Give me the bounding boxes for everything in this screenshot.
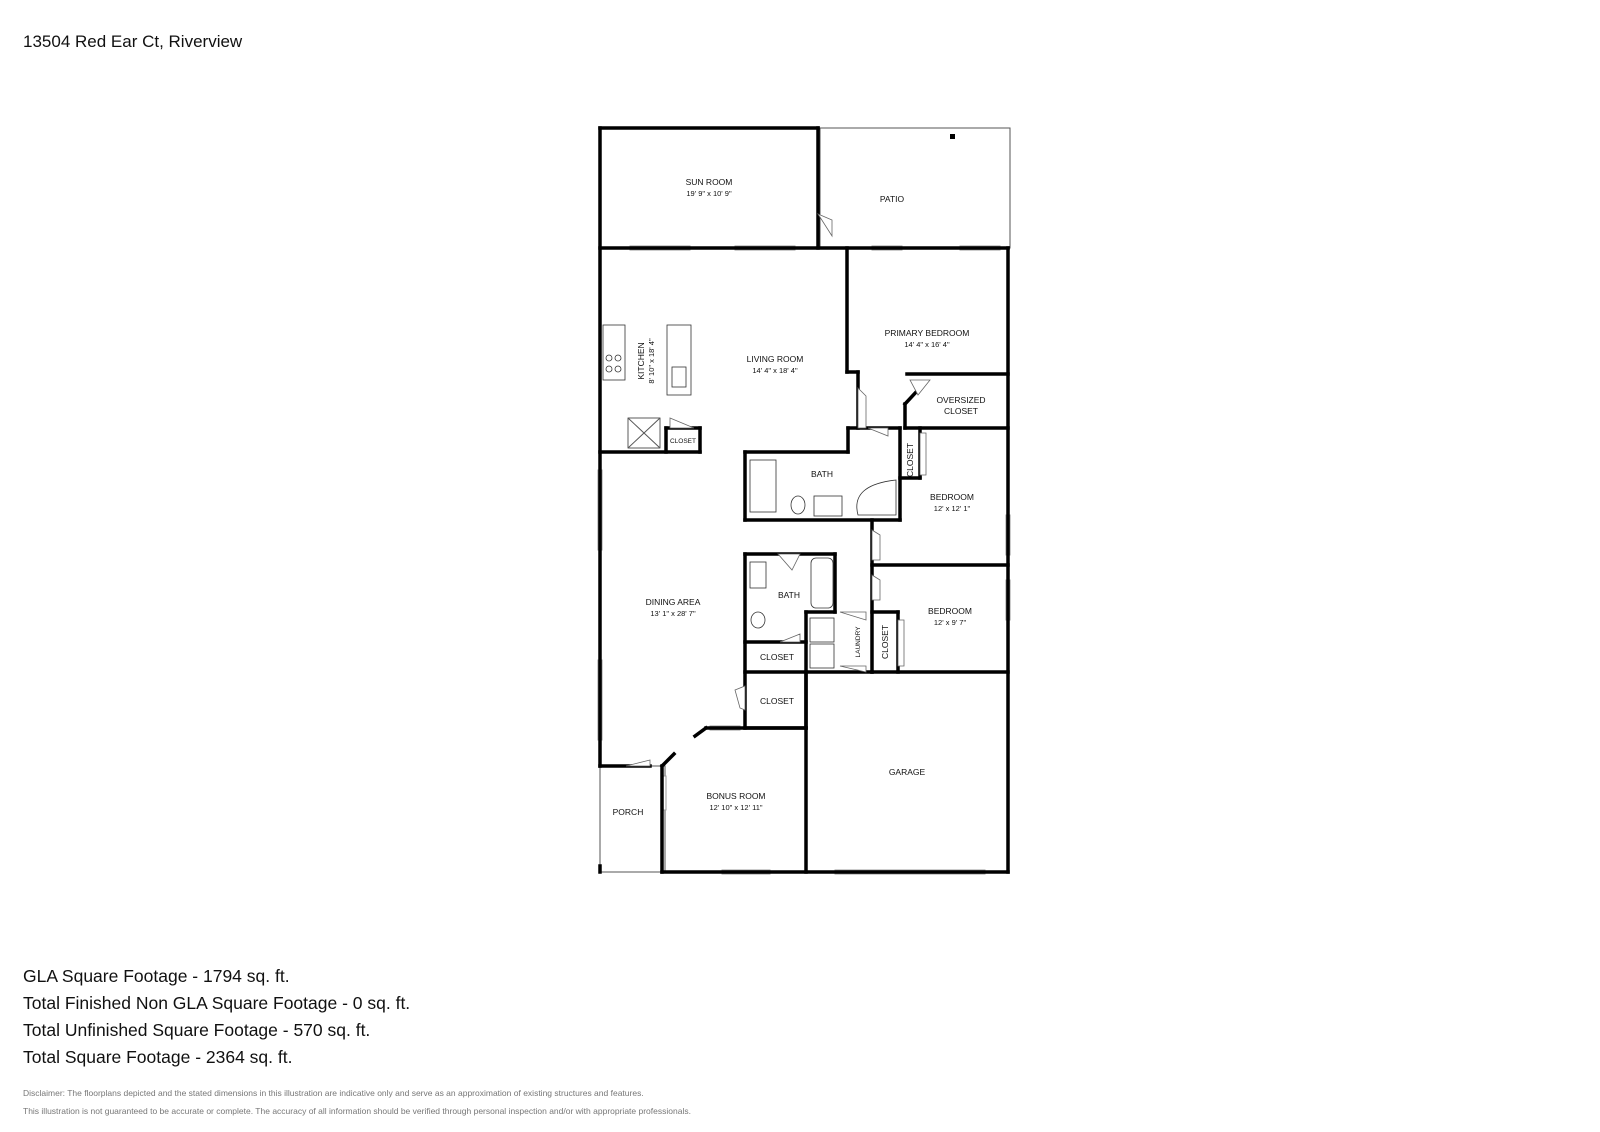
kitchen-closet-label: CLOSET [670, 438, 696, 445]
hall-closet-2-label: CLOSET [760, 696, 794, 706]
bath-1-label: BATH [811, 469, 833, 479]
dryer-icon [809, 643, 835, 669]
fixtures [602, 134, 955, 669]
patio-label: PATIO [880, 194, 905, 204]
dining-area-label: DINING AREA [646, 597, 701, 607]
kitchen-label: KITCHEN [636, 342, 646, 379]
primary-bedroom-label: PRIMARY BEDROOM [885, 328, 970, 338]
disclaimer-line-1: Disclaimer: The floorplans depicted and … [23, 1088, 644, 1098]
non-gla-footage: Total Finished Non GLA Square Footage - … [23, 993, 411, 1013]
bedroom-closet-2-label: CLOSET [880, 625, 890, 659]
dining-area-dim: 13' 1" x 28' 7" [650, 609, 696, 618]
garage-label: GARAGE [889, 767, 926, 777]
doors [625, 213, 931, 767]
sun-room-label: SUN ROOM [686, 177, 733, 187]
tub-icon [856, 479, 897, 516]
bonus-room-dim: 12' 10" x 12' 11" [709, 803, 762, 812]
porch-outline [599, 765, 666, 873]
square-footage-summary: GLA Square Footage - 1794 sq. ft. Total … [23, 963, 410, 1071]
washer-icon [809, 617, 835, 643]
toilet-icon [790, 495, 806, 515]
vanity-icon [813, 495, 843, 517]
bedroom-2-label: BEDROOM [928, 606, 972, 616]
bedroom-closet-1-label: CLOSET [905, 443, 915, 477]
property-address: 13504 Red Ear Ct, Riverview [23, 32, 243, 51]
post-icon [950, 134, 955, 139]
bath-sink-icon [749, 561, 767, 589]
kitchen-sink-icon [671, 366, 687, 388]
gla-footage: GLA Square Footage - 1794 sq. ft. [23, 966, 290, 986]
hall-closet-1-label: CLOSET [760, 652, 794, 662]
bedroom-1-label: BEDROOM [930, 492, 974, 502]
disclaimer: Disclaimer: The floorplans depicted and … [23, 1084, 691, 1120]
laundry-label: LAUNDRY [855, 626, 862, 658]
bath-2-label: BATH [778, 590, 800, 600]
disclaimer-line-2: This illustration is not guaranteed to b… [23, 1106, 691, 1116]
porch-label: PORCH [613, 807, 644, 817]
oversized-closet-label-1: OVERSIZED [936, 395, 985, 405]
room-labels: SUN ROOM 19' 9" x 10' 9" PATIO PRIMARY B… [613, 177, 986, 817]
total-footage: Total Square Footage - 2364 sq. ft. [23, 1047, 293, 1067]
living-room-dim: 14' 4" x 18' 4" [752, 366, 798, 375]
sunroom-patio-outline [599, 127, 1011, 249]
oversized-closet-label-2: CLOSET [944, 406, 978, 416]
bonus-room-label: BONUS ROOM [706, 791, 765, 801]
stove-icon [602, 324, 626, 381]
bedroom-1-dim: 12' x 12' 1" [934, 504, 971, 513]
bedroom-2-dim: 12' x 9' 7" [934, 618, 967, 627]
living-room-label: LIVING ROOM [747, 354, 804, 364]
primary-bedroom-dim: 14' 4" x 16' 4" [904, 340, 950, 349]
sun-room-dim: 19' 9" x 10' 9" [686, 189, 732, 198]
shower-icon [749, 459, 777, 513]
kitchen-dim: 8' 10" x 18' 4" [647, 338, 656, 384]
toilet-2-icon [750, 611, 766, 629]
unfinished-footage: Total Unfinished Square Footage - 570 sq… [23, 1020, 371, 1040]
bathtub-icon [810, 557, 834, 609]
